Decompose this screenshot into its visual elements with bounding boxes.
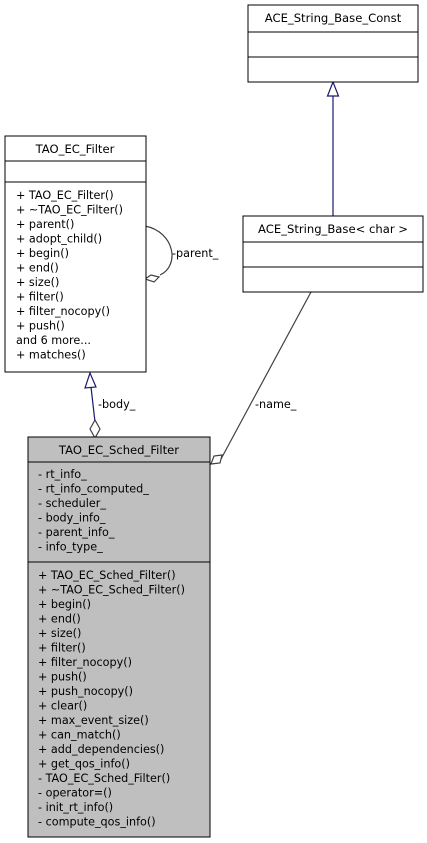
method-item: + clear() xyxy=(38,700,87,713)
method-item: + begin() xyxy=(38,598,91,611)
class-ace-string-base[interactable]: ACE_String_Base< char > xyxy=(242,215,424,293)
method-list: + TAO_EC_Sched_Filter() + ~TAO_EC_Sched_F… xyxy=(38,569,185,829)
method-item: + size() xyxy=(38,627,81,640)
class-title: ACE_String_Base_Const xyxy=(265,11,402,25)
method-item: + adopt_child() xyxy=(16,233,102,246)
method-item: + push_nocopy() xyxy=(38,685,133,698)
inheritance-edge-sched-filter: -body_ xyxy=(84,371,136,440)
class-tao-ec-sched-filter[interactable]: TAO_EC_Sched_Filter - rt_info_- rt_info_… xyxy=(27,436,211,838)
method-item: + begin() xyxy=(16,247,69,260)
method-item: + filter() xyxy=(16,291,64,304)
method-item: + end() xyxy=(38,613,81,626)
class-title: TAO_EC_Filter xyxy=(35,142,115,156)
method-item: - init_rt_info() xyxy=(38,801,113,814)
class-ace-string-base-const[interactable]: ACE_String_Base_Const xyxy=(247,4,419,83)
method-item: + size() xyxy=(16,276,59,289)
method-item: + ~TAO_EC_Filter() xyxy=(16,204,123,217)
method-item: and 6 more... xyxy=(16,334,91,347)
method-item: - compute_qos_info() xyxy=(38,816,156,829)
attribute-item: - rt_info_ xyxy=(38,468,87,481)
method-item: + max_event_size() xyxy=(38,714,149,727)
edge-label-body: -body_ xyxy=(98,398,136,411)
method-item: + push() xyxy=(38,671,87,684)
method-item: + TAO_EC_Filter() xyxy=(16,189,114,202)
method-item: + filter_nocopy() xyxy=(38,656,132,669)
edge-label-parent: -parent_ xyxy=(172,247,219,260)
method-item: - operator=() xyxy=(38,787,112,800)
method-item: - TAO_EC_Sched_Filter() xyxy=(38,772,170,785)
association-edge-name: -name_ xyxy=(210,291,312,465)
edge-label-name: -name_ xyxy=(255,398,297,411)
method-item: + filter() xyxy=(38,642,86,655)
method-item: + get_qos_info() xyxy=(38,758,130,771)
attribute-item: - parent_info_ xyxy=(38,526,115,539)
class-tao-ec-filter[interactable]: TAO_EC_Filter + TAO_EC_Filter() + ~TAO_EC… xyxy=(4,135,147,373)
self-association-edge-parent: -parent_ xyxy=(143,225,219,283)
method-item: + parent() xyxy=(16,218,74,231)
edges: -parent_ -body_ -name_ xyxy=(84,80,340,465)
method-item: + filter_nocopy() xyxy=(16,305,110,318)
inheritance-edge-string-base xyxy=(326,80,340,216)
method-item: + ~TAO_EC_Sched_Filter() xyxy=(38,584,185,597)
attribute-item: - rt_info_computed_ xyxy=(38,483,149,496)
method-item: + end() xyxy=(16,262,59,275)
method-list: + TAO_EC_Filter() + ~TAO_EC_Filter()+ par… xyxy=(16,189,123,362)
method-item: + can_match() xyxy=(38,729,121,742)
method-item: + add_dependencies() xyxy=(38,743,164,756)
attribute-item: - body_info_ xyxy=(38,512,106,525)
attribute-list: - rt_info_ - rt_info_computed_- scheduler… xyxy=(38,468,149,554)
method-item: + push() xyxy=(16,320,65,333)
method-item: + TAO_EC_Sched_Filter() xyxy=(38,569,176,582)
attribute-item: - scheduler_ xyxy=(38,497,106,510)
method-item: + matches() xyxy=(16,349,86,362)
class-title: ACE_String_Base< char > xyxy=(258,222,408,236)
attribute-item: - info_type_ xyxy=(38,541,103,554)
class-title: TAO_EC_Sched_Filter xyxy=(58,443,179,457)
